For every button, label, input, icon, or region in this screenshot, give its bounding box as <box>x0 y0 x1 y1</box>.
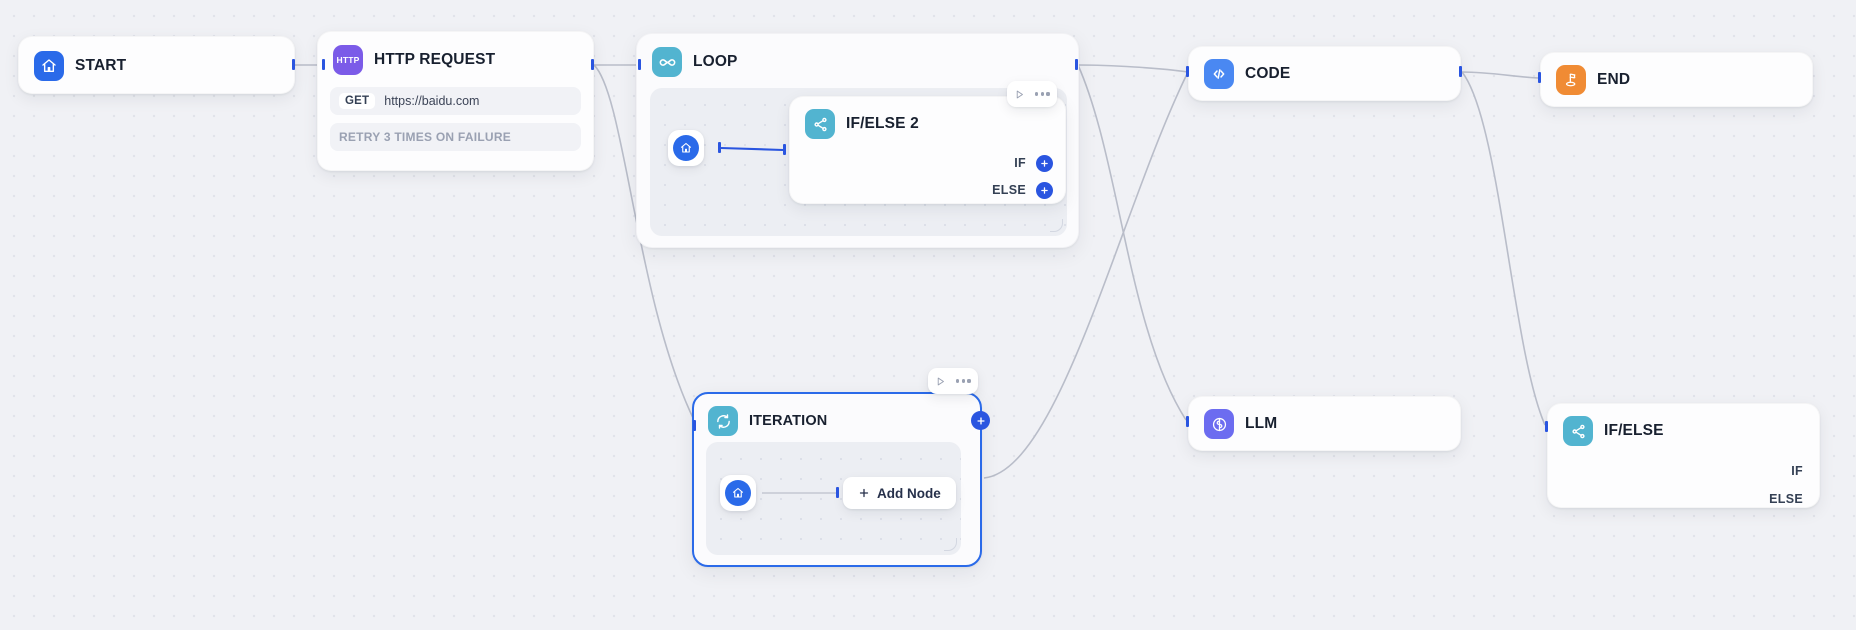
node-ifelse-2[interactable]: IF/ELSE 2 IF ELSE <box>789 96 1066 204</box>
branch-icon <box>1563 416 1593 446</box>
node-http-body: GET https://baidu.com RETRY 3 TIMES ON F… <box>318 87 593 163</box>
code-icon <box>1204 59 1234 89</box>
node-http-header: HTTP HTTP REQUEST <box>318 32 593 87</box>
handle-loop-out[interactable] <box>1075 59 1078 70</box>
handle-http-in[interactable] <box>322 59 325 70</box>
plus-icon <box>859 488 869 498</box>
http-icon: HTTP <box>333 45 363 75</box>
node-loop[interactable]: LOOP I <box>636 33 1079 248</box>
add-branch-else-button[interactable] <box>1036 181 1053 199</box>
handle-code-out[interactable] <box>1459 66 1462 77</box>
http-url-value: https://baidu.com <box>384 94 480 108</box>
ifelse-branch-if: IF <box>1548 459 1819 483</box>
node-iteration[interactable]: ITERATION Add Node <box>692 392 990 567</box>
node-http-request[interactable]: HTTP HTTP REQUEST GET https://baidu.com … <box>317 31 594 171</box>
branch-label-else: ELSE <box>1769 492 1803 506</box>
home-icon <box>673 135 699 161</box>
node-iteration-header: ITERATION <box>694 394 980 444</box>
branch-label-else: ELSE <box>992 183 1026 197</box>
flag-icon <box>1556 65 1586 95</box>
more-icon[interactable] <box>956 379 971 383</box>
ifelse-2-branch-else: ELSE <box>790 178 1065 202</box>
http-method-chip: GET <box>339 93 376 109</box>
iteration-add-button[interactable] <box>971 411 990 430</box>
add-node-button[interactable]: Add Node <box>843 477 956 509</box>
handle-loop-dot-out[interactable] <box>718 142 721 153</box>
handle-llm-in[interactable] <box>1186 416 1189 427</box>
http-retry-label: RETRY 3 TIMES ON FAILURE <box>339 130 512 144</box>
http-url-row[interactable]: GET https://baidu.com <box>330 87 581 115</box>
more-icon[interactable] <box>1035 92 1050 96</box>
node-ifelse-header: IF/ELSE <box>1548 404 1819 456</box>
node-iteration-title: ITERATION <box>749 413 828 429</box>
node-llm[interactable]: LLM <box>1188 396 1461 451</box>
branch-label-if: IF <box>1014 156 1026 170</box>
handle-loop-in[interactable] <box>638 59 641 70</box>
handle-add-node-in[interactable] <box>836 487 839 498</box>
loop-toolbar[interactable] <box>1007 81 1057 107</box>
node-llm-title: LLM <box>1245 415 1278 432</box>
add-branch-if-button[interactable] <box>1036 154 1053 172</box>
branch-icon <box>805 109 835 139</box>
handle-end-in[interactable] <box>1538 72 1541 83</box>
handle-ifelse2-in[interactable] <box>783 144 786 155</box>
iteration-start-dot[interactable] <box>720 475 756 511</box>
branch-label-if: IF <box>1791 464 1803 478</box>
refresh-icon <box>708 406 738 436</box>
node-code[interactable]: CODE <box>1188 46 1461 101</box>
node-ifelse-2-header: IF/ELSE 2 <box>790 97 1065 149</box>
node-start-header: START <box>19 37 294 93</box>
handle-iteration-in[interactable] <box>693 420 696 431</box>
http-icon-label: HTTP <box>336 55 360 65</box>
ifelse-branch-else: ELSE <box>1548 487 1819 511</box>
run-icon[interactable] <box>1014 89 1025 100</box>
llm-icon <box>1204 409 1234 439</box>
node-http-title: HTTP REQUEST <box>374 51 496 68</box>
add-node-label: Add Node <box>877 485 941 501</box>
handle-http-out[interactable] <box>591 59 594 70</box>
run-icon[interactable] <box>935 376 946 387</box>
ifelse-2-branch-if: IF <box>790 151 1065 175</box>
node-llm-header: LLM <box>1189 397 1460 451</box>
node-code-header: CODE <box>1189 47 1460 101</box>
node-end-title: END <box>1597 71 1631 88</box>
ifelse-2-branches: IF ELSE <box>790 151 1065 202</box>
ifelse-branches: IF ELSE <box>1548 459 1819 511</box>
home-icon <box>34 51 64 81</box>
node-end[interactable]: END <box>1540 52 1813 107</box>
http-retry-row[interactable]: RETRY 3 TIMES ON FAILURE <box>330 123 581 151</box>
node-start-title: START <box>75 57 127 74</box>
node-start[interactable]: START <box>18 36 295 94</box>
home-icon <box>725 480 751 506</box>
node-loop-header: LOOP <box>637 34 1078 86</box>
handle-code-in[interactable] <box>1186 66 1189 77</box>
iteration-toolbar[interactable] <box>928 368 978 394</box>
node-ifelse[interactable]: IF/ELSE IF ELSE <box>1547 403 1820 508</box>
node-end-header: END <box>1541 53 1812 107</box>
node-code-title: CODE <box>1245 65 1291 82</box>
node-ifelse-2-title: IF/ELSE 2 <box>846 115 919 132</box>
node-loop-title: LOOP <box>693 53 738 70</box>
loop-start-dot[interactable] <box>668 130 704 166</box>
handle-ifelse-in[interactable] <box>1545 421 1548 432</box>
handle-start-out[interactable] <box>292 59 295 70</box>
node-ifelse-title: IF/ELSE <box>1604 422 1664 439</box>
infinity-icon <box>652 47 682 77</box>
